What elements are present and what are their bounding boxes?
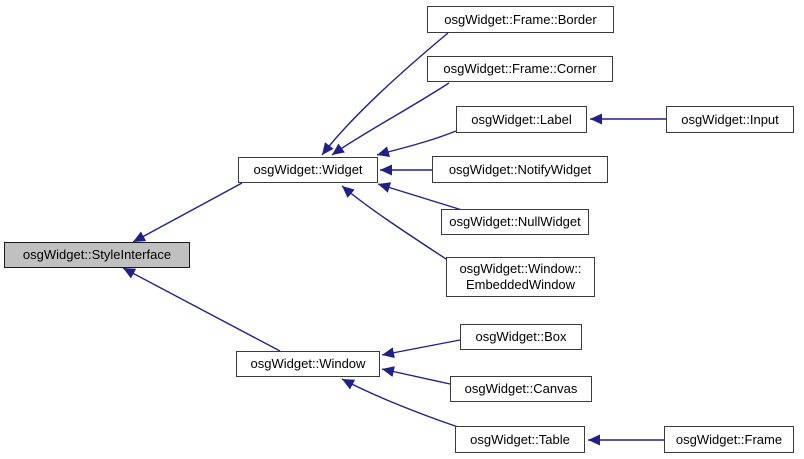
edge-embeddedwindow-to-widget: [341, 185, 447, 260]
node-notify-widget[interactable]: osgWidget::NotifyWidget: [432, 156, 608, 183]
node-input[interactable]: osgWidget::Input: [666, 106, 794, 133]
node-table[interactable]: osgWidget::Table: [455, 426, 585, 453]
edge-framecorner-to-widget: [331, 82, 450, 156]
node-frame-corner[interactable]: osgWidget::Frame::Corner: [427, 56, 613, 82]
node-null-widget[interactable]: osgWidget::NullWidget: [441, 209, 589, 235]
node-embedded-window[interactable]: osgWidget::Window:: EmbeddedWindow: [446, 257, 595, 297]
edge-frameborder-to-widget: [321, 32, 449, 156]
node-embedded-window-line1: osgWidget::Window::: [459, 261, 582, 276]
node-box[interactable]: osgWidget::Box: [460, 324, 582, 350]
edge-nullwidget-to-widget: [377, 182, 463, 211]
edge-window-to-styleinterface: [122, 267, 281, 352]
node-widget[interactable]: osgWidget::Widget: [238, 157, 378, 183]
node-label[interactable]: osgWidget::Label: [456, 106, 587, 133]
edge-widget-to-styleinterface: [132, 182, 243, 243]
edge-label-to-widget: [376, 130, 457, 157]
node-window[interactable]: osgWidget::Window: [236, 351, 380, 377]
edge-canvas-to-window: [381, 366, 451, 385]
node-frame[interactable]: osgWidget::Frame: [664, 426, 794, 453]
node-frame-border[interactable]: osgWidget::Frame::Border: [427, 6, 614, 33]
edge-table-to-window: [341, 378, 459, 428]
node-canvas[interactable]: osgWidget::Canvas: [450, 376, 592, 402]
edge-box-to-window: [381, 339, 461, 359]
node-embedded-window-line2: EmbeddedWindow: [465, 277, 576, 292]
node-styleinterface: osgWidget::StyleInterface: [4, 242, 190, 268]
